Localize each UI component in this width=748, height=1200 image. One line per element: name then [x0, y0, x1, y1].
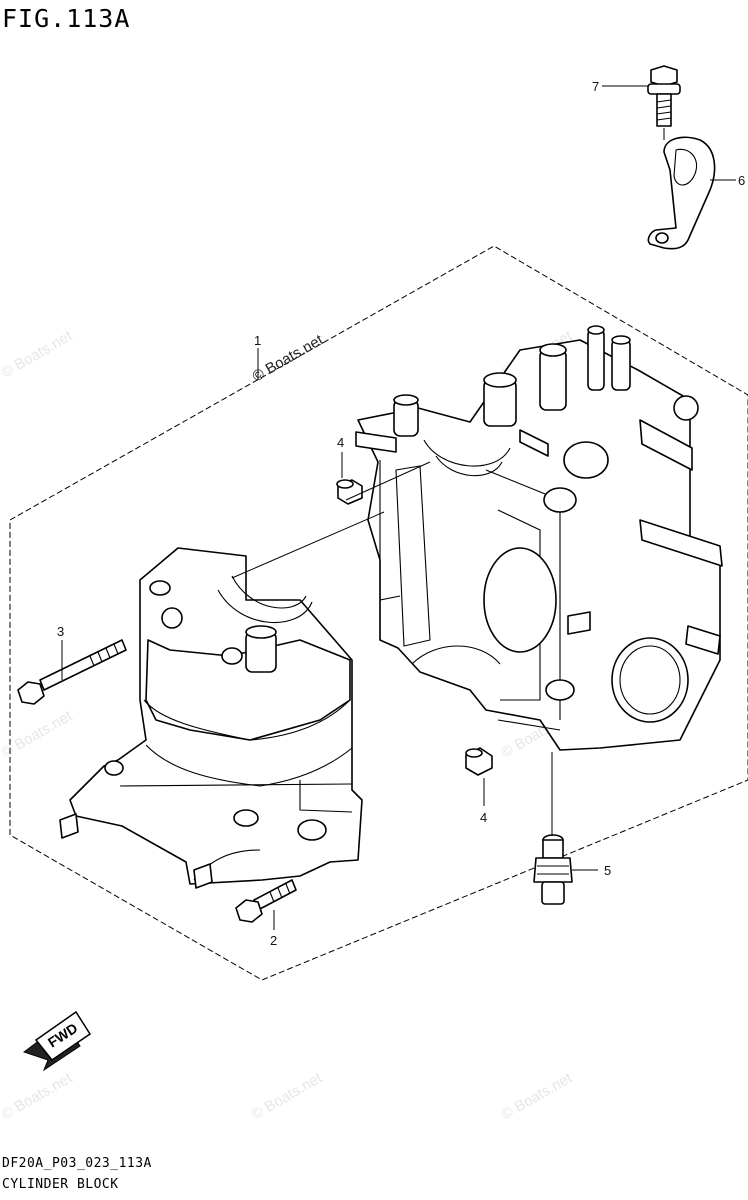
part-7-bolt — [647, 65, 681, 127]
callout-1: 1 — [254, 333, 261, 348]
callout-6: 6 — [738, 173, 745, 188]
callout-7: 7 — [592, 79, 599, 94]
assembly-axis-upper — [345, 461, 431, 501]
watermark: © Boats.net — [499, 1069, 576, 1123]
part-4-dowel-pin-lower — [465, 747, 493, 776]
callout-2: 2 — [270, 933, 277, 948]
callout-3: 3 — [57, 624, 64, 639]
diagram-code: DF20A_P03_023_113A — [2, 1156, 152, 1171]
forward-direction-arrow: FWD — [22, 1010, 92, 1072]
callout-4-lower: 4 — [480, 810, 487, 825]
callout-5: 5 — [604, 863, 611, 878]
watermark: © Boats.net — [0, 1069, 76, 1123]
part-4-dowel-pin-upper — [336, 479, 363, 505]
watermark: © Boats.net — [0, 707, 76, 761]
figure-label: FIG.113A — [2, 4, 131, 33]
callout-4-upper: 4 — [337, 435, 344, 450]
crankcase-half — [59, 547, 363, 889]
part-3-long-bolt — [17, 639, 127, 705]
watermark: © Boats.net — [0, 327, 76, 381]
watermark: © Boats.net — [249, 1069, 326, 1123]
part-5-fitting — [533, 834, 573, 905]
cylinder-block — [355, 325, 723, 751]
assembly-axis-mid — [231, 511, 385, 579]
diagram-title: CYLINDER BLOCK — [2, 1177, 119, 1192]
part-6-bracket — [647, 136, 716, 250]
part-2-short-bolt — [235, 879, 297, 923]
